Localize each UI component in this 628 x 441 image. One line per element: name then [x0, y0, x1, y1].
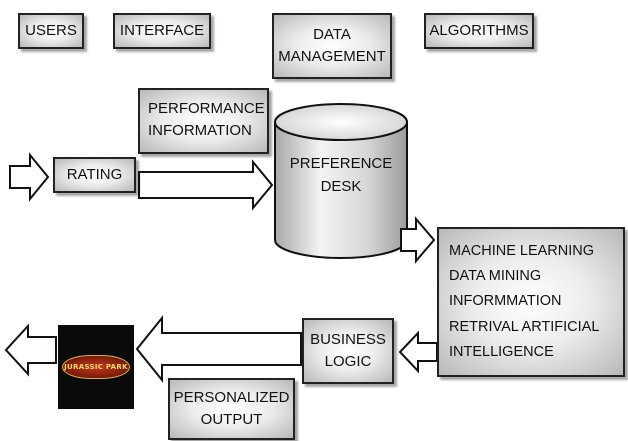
header-users-label: USERS	[25, 22, 77, 40]
header-algorithms-label: ALGORITHMS	[429, 22, 529, 40]
ml-to-business-arrow	[398, 330, 438, 374]
ml-algorithms-label: MACHINE LEARNING DATA MINING INFORMMATIO…	[449, 242, 600, 361]
business-logic-box: BUSINESS LOGIC	[302, 318, 394, 384]
header-data-management: DATA MANAGEMENT	[272, 13, 392, 79]
business-logic-label: BUSINESS LOGIC	[310, 331, 386, 370]
business-to-output-arrow	[135, 315, 302, 383]
personalized-output-label: PERSONALIZED OUTPUT	[173, 389, 290, 428]
ml-algorithms-box: MACHINE LEARNING DATA MINING INFORMMATIO…	[437, 227, 625, 377]
header-interface: INTERFACE	[113, 13, 211, 49]
rating-label: RATING	[66, 166, 123, 184]
header-users: USERS	[18, 13, 84, 49]
jurassic-park-logo-emblem: JURASSIC PARK	[62, 355, 130, 379]
output-arrow	[4, 323, 57, 377]
personalized-output-box: PERSONALIZED OUTPUT	[168, 378, 295, 440]
header-data-management-label: DATA MANAGEMENT	[278, 26, 386, 65]
jurassic-park-logo: JURASSIC PARK	[58, 325, 134, 409]
desk-to-ml-arrow	[400, 216, 436, 264]
jurassic-park-logo-text: JURASSIC PARK	[64, 363, 128, 371]
header-interface-label: INTERFACE	[119, 22, 205, 40]
rating-box: RATING	[53, 157, 136, 193]
performance-information-label: PERFORMANCE INFORMATION	[148, 100, 265, 139]
input-arrow	[9, 152, 50, 202]
preference-desk-label: PREFERENCE DESK	[289, 155, 393, 196]
preference-desk-cylinder	[274, 103, 408, 259]
rating-to-desk-arrow	[138, 159, 274, 211]
performance-information-box: PERFORMANCE INFORMATION	[138, 88, 269, 154]
header-algorithms: ALGORITHMS	[424, 13, 534, 49]
